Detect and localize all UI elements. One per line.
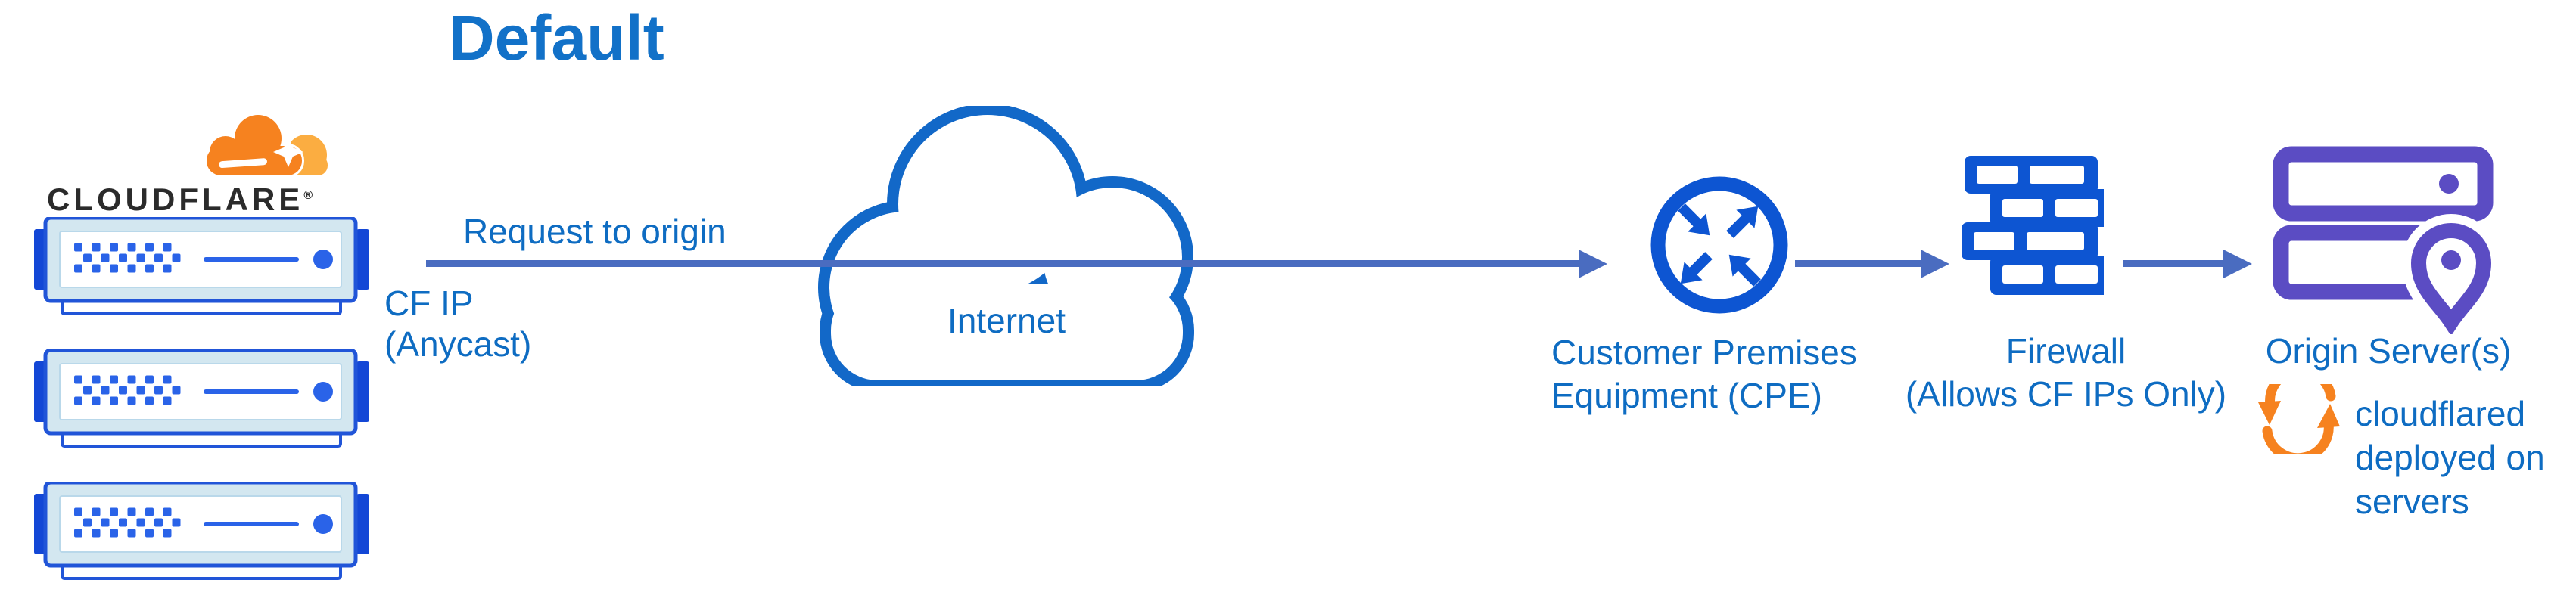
firewall-label-line1: Firewall: [2005, 331, 2126, 371]
edge-server-icon: [34, 482, 369, 581]
request-arrow-line: [426, 260, 1579, 267]
registered-mark: ®: [303, 189, 313, 202]
internet-cloud-icon: [818, 106, 1194, 386]
cpe-label: Customer Premises Equipment (CPE): [1551, 331, 1857, 417]
cf-ip-line2: (Anycast): [384, 324, 532, 364]
cloudflared-line3: servers: [2355, 482, 2469, 521]
internet-label: Internet: [947, 301, 1066, 340]
cpe-firewall-arrowhead: [1921, 250, 1949, 278]
firewall-origin-arrow-line: [2123, 260, 2223, 267]
request-to-origin-label: Request to origin: [463, 212, 726, 251]
page-title: Default: [449, 2, 664, 73]
cloudflared-label: cloudflared deployed on servers: [2355, 392, 2545, 523]
firewall-label: Firewall (Allows CF IPs Only): [1892, 330, 2240, 416]
cloudflare-wordmark: CLOUDFLARE®: [47, 181, 350, 218]
firewall-origin-arrowhead: [2223, 250, 2252, 278]
cloudflared-line2: deployed on: [2355, 438, 2545, 477]
cpe-label-line2: Equipment (CPE): [1551, 376, 1822, 415]
cpe-label-line1: Customer Premises: [1551, 333, 1857, 372]
location-pin-icon: [2401, 214, 2497, 334]
cloudflared-line1: cloudflared: [2355, 394, 2526, 433]
edge-server-icon: [34, 217, 369, 317]
origin-servers-icon: [2273, 146, 2497, 334]
cf-ip-line1: CF IP: [384, 284, 474, 323]
firewall-label-line2: (Allows CF IPs Only): [1905, 374, 2227, 414]
cloudflared-sync-icon: [2258, 384, 2340, 454]
firewall-icon: [1962, 156, 2104, 295]
cpe-firewall-arrow-line: [1795, 260, 1921, 267]
cf-ip-label: CF IP (Anycast): [384, 283, 531, 364]
origin-label: Origin Server(s): [2265, 331, 2512, 371]
cloudflare-logo-icon: [204, 113, 328, 178]
wordmark-text: CLOUDFLARE: [47, 181, 304, 217]
cpe-router-icon: [1650, 176, 1788, 314]
edge-server-icon: [34, 349, 369, 449]
request-arrowhead: [1579, 250, 1607, 278]
